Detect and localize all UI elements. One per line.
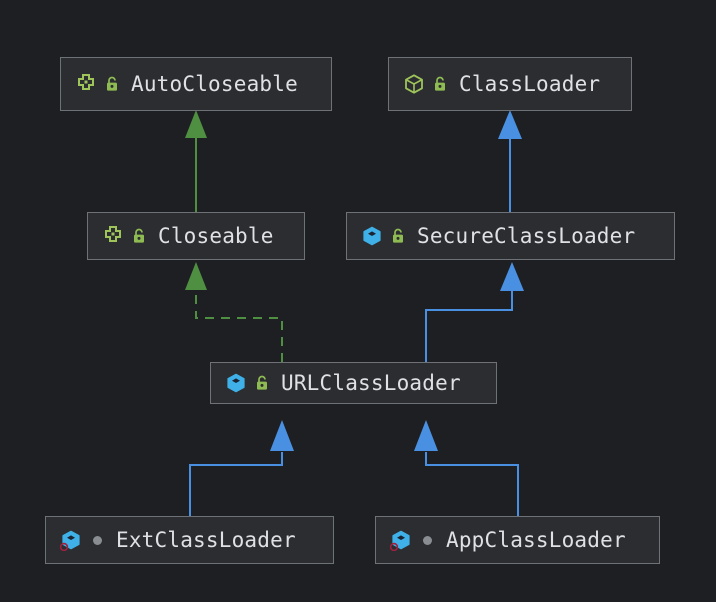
abstract-class-icon <box>403 73 425 95</box>
dot-icon <box>418 529 436 551</box>
class-inner-icon <box>390 529 412 551</box>
class-icon <box>361 225 383 247</box>
node-secureclassloader[interactable]: SecureClassLoader <box>346 212 675 260</box>
node-label: ExtClassLoader <box>116 527 296 552</box>
lock-icon <box>389 225 407 247</box>
edge-urlclassloader-to-secureclassloader <box>425 262 524 362</box>
interface-icon <box>75 73 97 95</box>
class-inner-icon <box>60 529 82 551</box>
edge-secureclassloader-to-classloader <box>498 110 522 212</box>
node-label: AutoCloseable <box>131 71 298 96</box>
node-urlclassloader[interactable]: URLClassLoader <box>210 362 497 404</box>
node-closeable[interactable]: Closeable <box>87 212 305 260</box>
node-autocloseable[interactable]: AutoCloseable <box>60 57 332 111</box>
node-label: ClassLoader <box>459 71 601 96</box>
node-extclassloader[interactable]: ExtClassLoader <box>45 516 334 564</box>
node-label: AppClassLoader <box>446 527 626 552</box>
edge-urlclassloader-to-closeable <box>185 262 283 362</box>
node-classloader[interactable]: ClassLoader <box>388 57 632 111</box>
node-appclassloader[interactable]: AppClassLoader <box>375 516 660 564</box>
lock-icon <box>130 225 148 247</box>
edge-closeable-to-autocloseable <box>185 110 207 212</box>
lock-icon <box>431 73 449 95</box>
edge-appclassloader-to-urlclassloader <box>414 420 519 516</box>
node-label: URLClassLoader <box>281 370 461 395</box>
edge-extclassloader-to-urlclassloader <box>189 420 294 516</box>
dot-icon <box>88 529 106 551</box>
lock-icon <box>253 372 271 394</box>
class-icon <box>225 372 247 394</box>
interface-icon <box>102 225 124 247</box>
node-label: SecureClassLoader <box>417 223 636 248</box>
node-label: Closeable <box>158 223 274 248</box>
lock-icon <box>103 73 121 95</box>
